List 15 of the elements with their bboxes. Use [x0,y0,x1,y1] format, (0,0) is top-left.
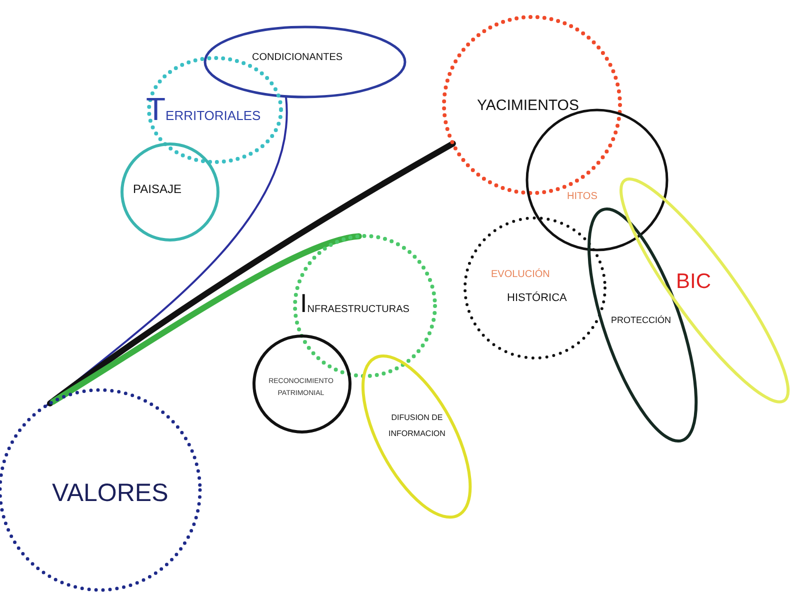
node-label: YACIMIENTOS [477,96,579,116]
node-label: DIFUSION DE INFORMACION [388,412,446,440]
node-label: HITOS [567,190,598,204]
node-label: CONDICIONANTES [252,51,343,65]
node-label: VALORES [52,478,168,509]
connector-curve [50,233,362,405]
node-label: EVOLUCIÓN [491,267,550,282]
node-label: BIC [676,268,711,295]
node-label: PROTECCIÓN [610,314,671,327]
connector-curve [46,95,288,406]
node-label: PAISAJE [133,181,182,198]
node-label: INFRAESTRUCTURAS [300,288,410,320]
connector-curve [47,140,456,406]
node-label: HISTÓRICA [507,290,567,306]
node-label: TERRITORIALES [146,92,261,129]
